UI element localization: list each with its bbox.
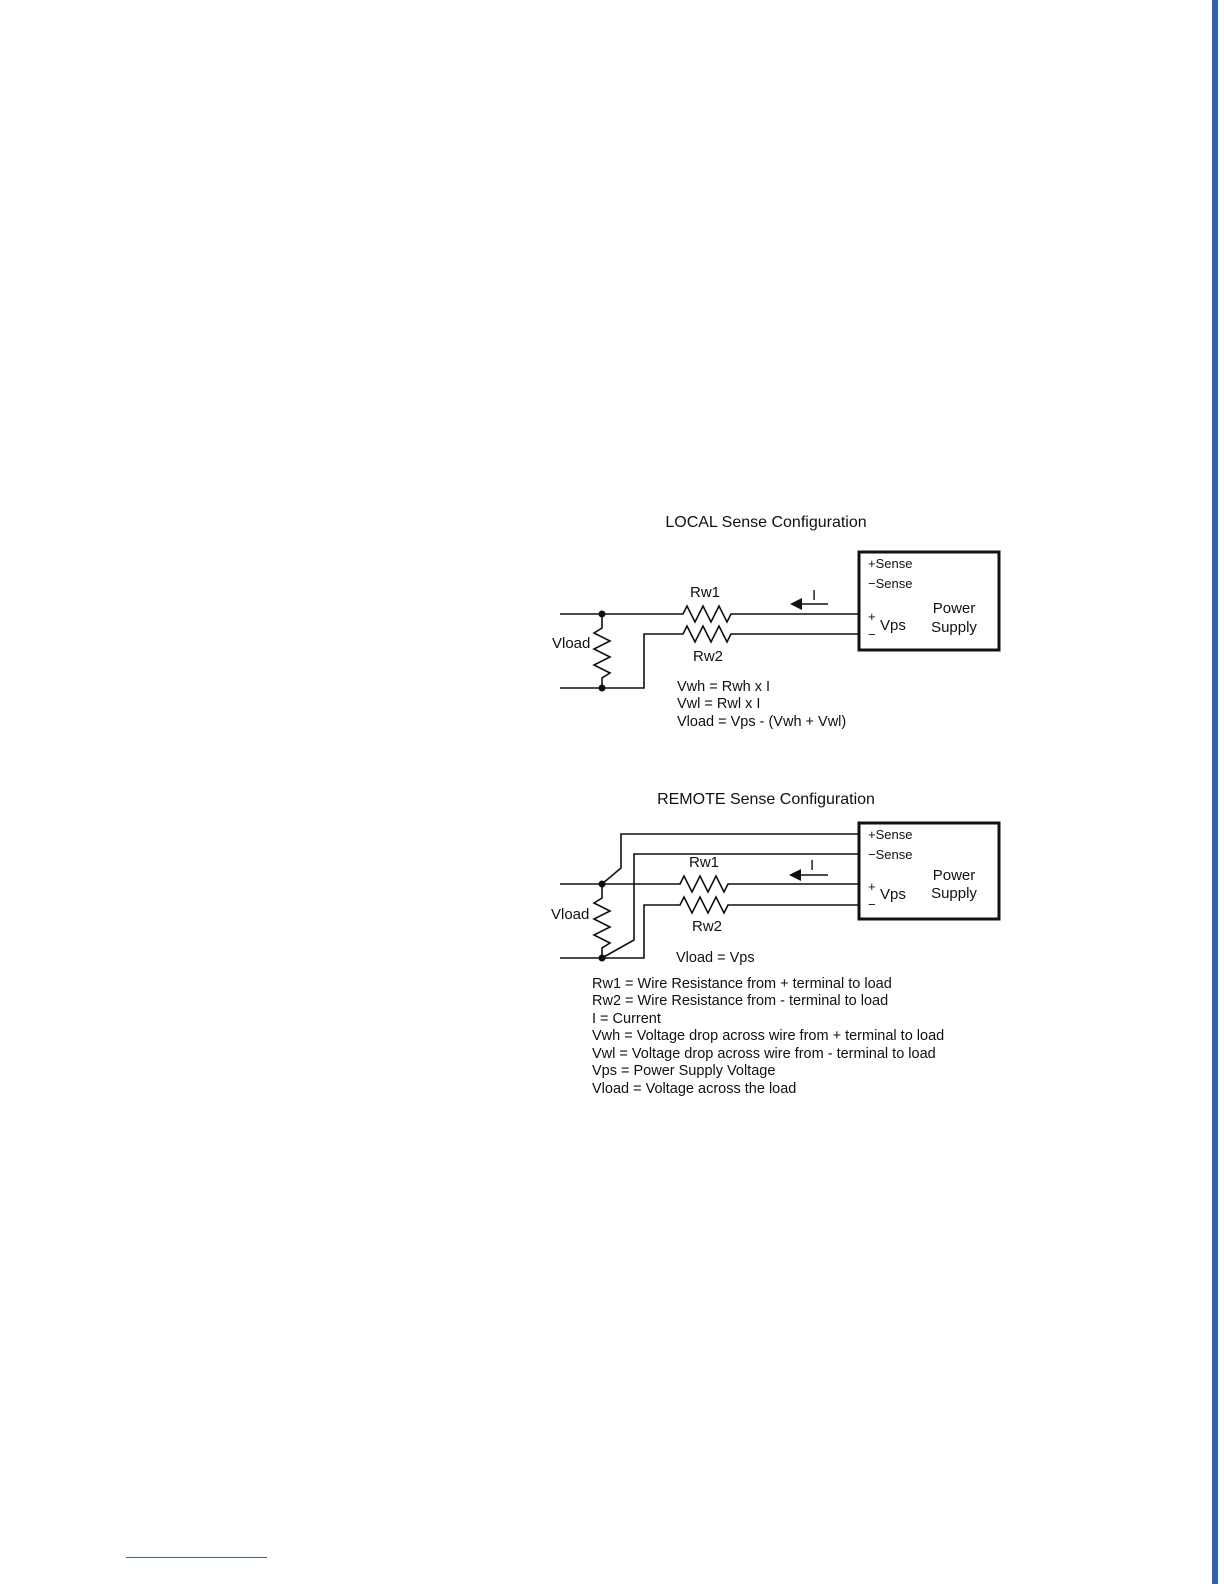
local-power-label: Power xyxy=(933,600,976,617)
footnote-rule xyxy=(126,1557,267,1558)
remote-title: REMOTE Sense Configuration xyxy=(657,791,875,808)
legend-line-5: Vwl = Voltage drop across wire from - te… xyxy=(592,1046,936,1062)
remote-rw2-wire xyxy=(560,895,859,959)
local-node-bottom xyxy=(598,684,606,692)
local-load-resistor xyxy=(592,614,612,688)
legend-line-2: Rw2 = Wire Resistance from - terminal to… xyxy=(592,993,888,1009)
local-sense-minus-label: −Sense xyxy=(868,576,912,591)
legend-line-1: Rw1 = Wire Resistance from + terminal to… xyxy=(592,976,892,992)
page-edge-bar xyxy=(1212,0,1218,1584)
local-node-top xyxy=(598,610,606,618)
legend-line-7: Vload = Voltage across the load xyxy=(592,1081,796,1097)
local-rw2-wire xyxy=(560,624,859,689)
legend-line-6: Vps = Power Supply Voltage xyxy=(592,1063,775,1079)
remote-sense-minus-wire xyxy=(601,853,859,959)
remote-node-bottom xyxy=(598,954,606,962)
local-vps-minus-label: − xyxy=(868,627,876,642)
remote-load-resistor xyxy=(592,884,612,958)
local-vps-label: Vps xyxy=(880,617,906,634)
remote-power-supply-box xyxy=(857,821,1001,921)
legend-line-3: I = Current xyxy=(592,1011,661,1027)
local-rw1-label: Rw1 xyxy=(690,584,720,601)
remote-sense-diagram: REMOTE Sense Configuration +Sense −Sense… xyxy=(551,791,1001,966)
local-supply-label: Supply xyxy=(931,619,977,636)
legend: Rw1 = Wire Resistance from + terminal to… xyxy=(592,976,944,1097)
remote-power-label: Power xyxy=(933,867,976,884)
local-equation-3: Vload = Vps - (Vwh + Vwl) xyxy=(677,714,846,730)
local-rw2-label: Rw2 xyxy=(693,648,723,665)
local-equation-1: Vwh = Rwh x I xyxy=(677,679,770,695)
local-equation-2: Vwl = Rwl x I xyxy=(677,696,760,712)
remote-current-label: I xyxy=(810,857,814,874)
local-power-supply-box xyxy=(857,550,1001,652)
remote-vps-label: Vps xyxy=(880,886,906,903)
remote-vps-minus-label: − xyxy=(868,897,876,912)
local-title: LOCAL Sense Configuration xyxy=(665,514,866,531)
legend-line-4: Vwh = Voltage drop across wire from + te… xyxy=(592,1028,944,1044)
local-current-arrow-head xyxy=(790,598,802,610)
remote-current-arrow-head xyxy=(789,869,801,881)
remote-sense-plus-wire xyxy=(601,833,859,885)
local-vps-plus-label: + xyxy=(868,609,876,624)
local-sense-plus-label: +Sense xyxy=(868,556,912,571)
remote-node-top xyxy=(598,880,606,888)
remote-vload-label: Vload xyxy=(551,906,589,923)
local-current-label: I xyxy=(812,587,816,604)
remote-supply-label: Supply xyxy=(931,885,977,902)
remote-rw2-label: Rw2 xyxy=(692,918,722,935)
remote-rw1-label: Rw1 xyxy=(689,854,719,871)
local-sense-diagram: LOCAL Sense Configuration +Sense −Sense … xyxy=(552,514,1001,730)
remote-sense-plus-label: +Sense xyxy=(868,827,912,842)
remote-equation: Vload = Vps xyxy=(676,950,755,966)
remote-rw1-wire xyxy=(560,874,859,894)
remote-sense-minus-label: −Sense xyxy=(868,847,912,862)
local-vload-label: Vload xyxy=(552,635,590,652)
local-rw1-wire xyxy=(560,604,859,624)
remote-vps-plus-label: + xyxy=(868,879,876,894)
